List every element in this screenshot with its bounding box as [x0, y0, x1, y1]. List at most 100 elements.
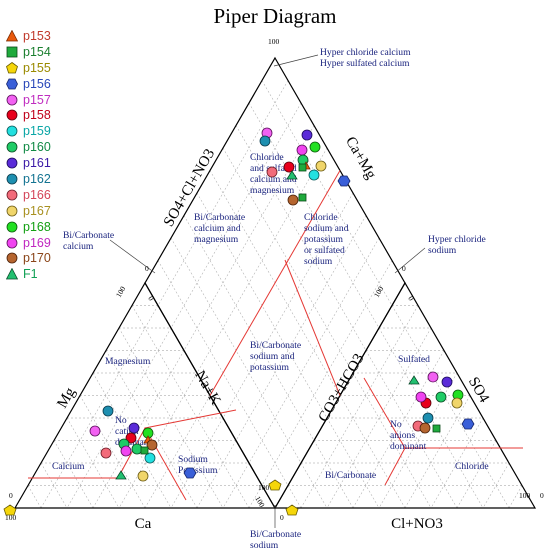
legend-label-p160: p160 — [23, 140, 51, 155]
legend-label-p155: p155 — [23, 60, 51, 75]
legend: p153 p154 p155 p156 p157 p158 p159 p160 — [6, 28, 51, 282]
point-p159-cation — [144, 452, 156, 464]
legend-label-p166: p166 — [23, 187, 51, 202]
point-p170-diamond — [287, 194, 299, 206]
grid-line — [222, 192, 354, 419]
grid-line — [66, 417, 120, 509]
point-p158-diamond — [283, 161, 295, 173]
grid-line — [261, 260, 393, 486]
tick-anion-top-0: 0 — [406, 295, 416, 303]
point-p154-anion — [432, 424, 441, 433]
legend-marker-p154 — [6, 46, 18, 58]
leader-lines — [109, 54, 426, 528]
point-p155-bottom — [268, 479, 282, 491]
legend-marker-p161 — [6, 157, 18, 169]
grid-line — [391, 305, 510, 509]
tick-cation-left-0: 0 — [9, 491, 13, 500]
region-cation-magnesium: Magnesium — [105, 356, 151, 367]
legend-marker-p169 — [6, 237, 18, 248]
point-p156-diamond — [337, 175, 351, 187]
point-f1-anion — [408, 375, 420, 385]
point-p167-cation — [137, 470, 149, 482]
legend-item-p170: p170 — [6, 250, 51, 266]
legend-item-p155: p155 — [6, 60, 51, 76]
grid-line — [287, 485, 302, 509]
legend-label-f1: F1 — [23, 267, 38, 282]
legend-label-p156: p156 — [23, 76, 51, 91]
region-anion-chloride: Chloride — [455, 461, 489, 472]
point-p162-cation — [102, 405, 114, 417]
axis-title-anion-right: SO4 — [465, 374, 492, 406]
legend-marker-p157 — [6, 94, 18, 105]
grid-line — [144, 395, 211, 509]
point-p160-anion — [435, 391, 447, 403]
point-p159-diamond — [308, 169, 320, 181]
legend-item-p156: p156 — [6, 76, 51, 92]
point-p161-cation — [128, 422, 140, 434]
axis-title-anion-left: CO3+HCO3 — [316, 351, 368, 425]
axis-title-diamond-right: Ca+Mg — [342, 134, 379, 182]
legend-label-p159: p159 — [23, 124, 51, 139]
legend-item-p153: p153 — [6, 28, 51, 44]
point-p166-cation — [100, 447, 112, 459]
tick-cation-left-100: 100 — [114, 285, 128, 299]
grid-lines — [27, 80, 523, 509]
legend-item-p154: p154 — [6, 44, 51, 60]
grid-line — [508, 485, 523, 509]
region-anion-sulfated: Sulfated — [398, 354, 430, 365]
axis-title-cation-right: Na+K — [191, 368, 223, 408]
grid-line — [27, 485, 42, 509]
point-p169-cation — [120, 445, 132, 457]
legend-marker-p166 — [6, 189, 18, 201]
tick-anion-right-100: 100 — [519, 491, 531, 500]
grid-line — [53, 440, 94, 509]
grid-line — [131, 305, 250, 509]
legend-marker-p153 — [6, 29, 18, 42]
legend-label-p169: p169 — [23, 235, 51, 250]
grid-line — [326, 327, 432, 509]
point-p162-anion — [422, 412, 434, 424]
point-f1-cation — [115, 470, 127, 480]
legend-item-f1: F1 — [6, 266, 51, 282]
legend-marker-p167 — [6, 205, 18, 217]
legend-marker-p170 — [6, 253, 18, 264]
legend-label-p153: p153 — [23, 28, 51, 43]
point-p167-diamond — [315, 160, 327, 172]
legend-item-p159: p159 — [6, 123, 51, 139]
legend-label-p170: p170 — [23, 251, 51, 266]
tick-cation-bottom-100: 100 — [5, 513, 17, 522]
point-p161-anion — [441, 376, 453, 388]
legend-label-p158: p158 — [23, 108, 51, 123]
chart-title: Piper Diagram — [213, 4, 337, 28]
tick-bottom-100: 100 — [258, 483, 270, 492]
grid-line — [235, 215, 367, 441]
point-p158-cation — [125, 432, 137, 444]
legend-label-p161: p161 — [23, 156, 51, 171]
point-p157-cation — [89, 425, 101, 437]
grid-line — [170, 102, 302, 329]
legend-item-p160: p160 — [6, 139, 51, 155]
region-anion-bicarb: Bi/Carbonate — [325, 470, 376, 481]
grid-line — [79, 395, 146, 509]
grid-line — [248, 237, 380, 464]
tick-anion-right-0: 0 — [540, 491, 544, 500]
tick-diamond-top-100: 100 — [268, 37, 280, 46]
legend-marker-p168 — [6, 221, 18, 233]
legend-label-p162: p162 — [23, 171, 51, 186]
legend-item-p168: p168 — [6, 219, 51, 235]
grid-line — [248, 485, 263, 509]
point-p167-anion — [451, 397, 463, 409]
point-p154-cation — [140, 446, 149, 455]
grid-line — [404, 395, 471, 509]
legend-marker-p160 — [6, 141, 18, 153]
grid-line — [196, 147, 328, 374]
grid-line — [170, 417, 224, 509]
legend-item-p162: p162 — [6, 171, 51, 187]
